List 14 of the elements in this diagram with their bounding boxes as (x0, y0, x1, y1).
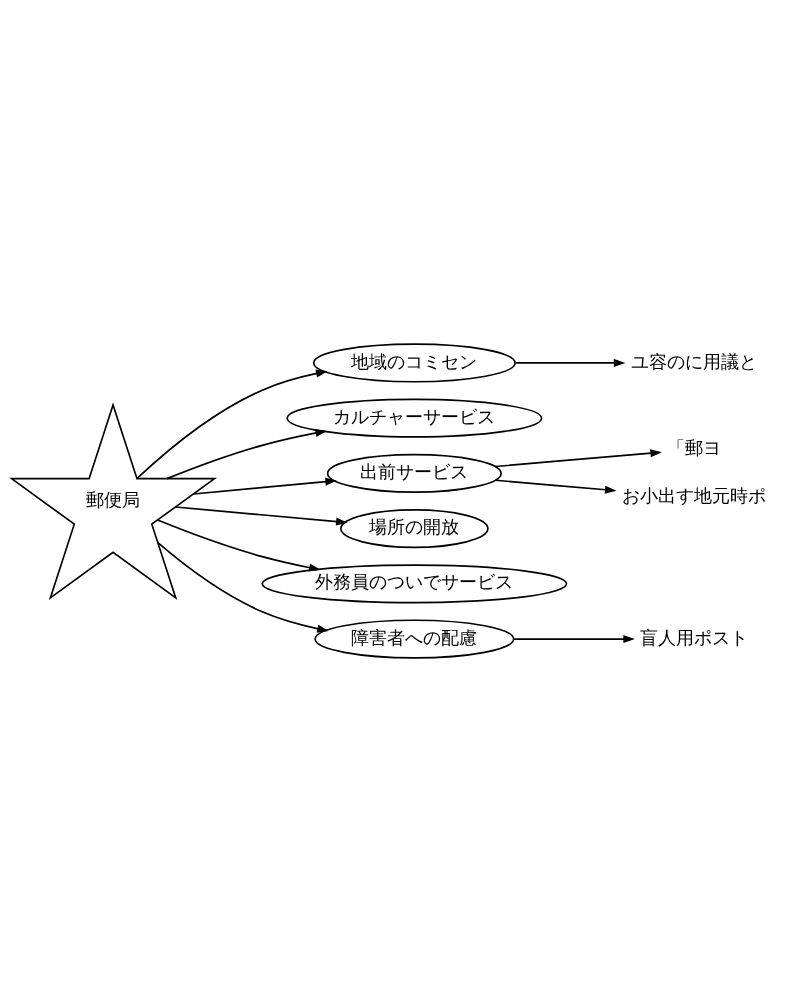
node-ellipse: 場所の開放 (340, 509, 489, 549)
arrow (192, 477, 337, 495)
arrow (494, 479, 617, 494)
node-text: ユ容のに用議と (630, 350, 757, 372)
arrow (494, 449, 662, 468)
arrow (174, 506, 348, 526)
arrow (157, 541, 329, 633)
arrow (156, 519, 321, 572)
node-text: 盲人用ポスト (639, 626, 748, 648)
arrow (512, 635, 635, 644)
node-text: お小出す地元時ポ (621, 484, 766, 506)
arrow (166, 429, 327, 480)
arrow (514, 358, 626, 367)
node-text: 「郵ヨ (666, 437, 721, 459)
